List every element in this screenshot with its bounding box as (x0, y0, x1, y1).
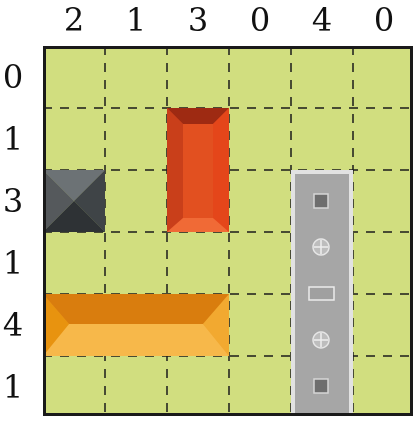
carrier-hatch-icon (313, 378, 329, 394)
col-clue-3: 0 (249, 1, 271, 39)
carrier-turret-icon (312, 331, 330, 349)
gray-carrier-ship[interactable] (291, 170, 353, 416)
row-clue-3: 1 (2, 244, 24, 282)
col-clue-1: 1 (125, 1, 147, 39)
board-grid (43, 46, 413, 416)
orange-ship[interactable] (43, 294, 229, 356)
carrier-deck-icon (308, 286, 335, 301)
carrier-hatch-icon (313, 193, 329, 209)
col-clue-0: 2 (63, 1, 85, 39)
col-clue-5: 0 (373, 1, 395, 39)
row-clue-0: 0 (2, 58, 24, 96)
row-clue-2: 3 (2, 182, 24, 220)
row-clue-4: 4 (2, 306, 24, 344)
col-clue-2: 3 (187, 1, 209, 39)
board-border (43, 46, 413, 416)
col-clue-4: 4 (311, 1, 333, 39)
game-board[interactable] (43, 46, 413, 416)
row-clue-1: 1 (2, 120, 24, 158)
row-clue-5: 1 (2, 368, 24, 406)
red-ship[interactable] (167, 108, 229, 232)
carrier-turret-icon (312, 238, 330, 256)
gray-block-ship[interactable] (43, 170, 105, 232)
